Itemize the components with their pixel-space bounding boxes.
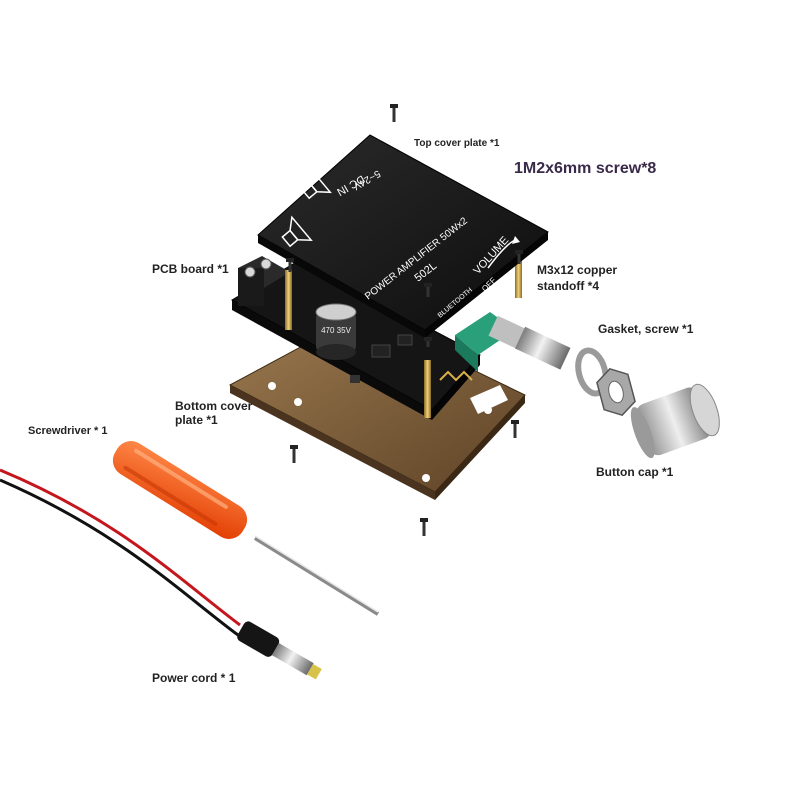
- screw-terminal: [238, 256, 290, 306]
- chip: [371, 344, 391, 358]
- speaker-icon: [281, 215, 313, 248]
- gasket-washer: [575, 347, 609, 397]
- screw: [290, 445, 298, 463]
- standoff: [515, 258, 522, 298]
- screwdriver-handle: [112, 441, 248, 539]
- hex-nut: [596, 367, 636, 417]
- label-bottom-line2: plate *1: [175, 413, 218, 427]
- top-cover-plate: DC IN 5~24V POWER AMPLIFIER 50Wx2 502L V…: [257, 134, 549, 338]
- standoff: [285, 270, 292, 330]
- label-gasket: Gasket, screw *1: [598, 322, 694, 336]
- screw: [390, 104, 398, 122]
- screw: [515, 250, 523, 264]
- screw: [286, 258, 294, 272]
- label-standoff-line2: standoff *4: [537, 279, 600, 293]
- screwdriver: [112, 441, 380, 616]
- screw: [424, 337, 432, 347]
- screw: [511, 420, 519, 438]
- screws: [286, 104, 523, 536]
- chip: [397, 334, 413, 346]
- plate-slot: [470, 385, 508, 414]
- capacitor: 470 35V: [315, 303, 357, 360]
- capacitor-text: 470 35V: [321, 326, 351, 335]
- dc-plug: [237, 621, 322, 680]
- button-cap: [630, 383, 720, 459]
- chip: [350, 375, 360, 383]
- screw: [420, 518, 428, 536]
- plate-hole: [294, 398, 302, 406]
- potentiometer: [455, 312, 571, 372]
- label-top-cover: Top cover plate *1: [414, 138, 500, 149]
- pcb-board: 470 35V: [230, 256, 571, 420]
- standoff: [424, 360, 431, 418]
- label-screws: 1M2x6mm screw*8: [514, 160, 657, 177]
- label-standoff-line1: M3x12 copper: [537, 263, 618, 277]
- bluetooth-antenna: [439, 370, 473, 382]
- power-cord: [0, 468, 322, 680]
- plate-hole: [268, 382, 276, 390]
- label-pcb: PCB board *1: [152, 262, 229, 276]
- screw: [424, 283, 432, 297]
- label-button-cap: Button cap *1: [596, 465, 674, 479]
- label-screwdriver: Screwdriver * 1: [28, 425, 108, 437]
- pot-shaft: [515, 326, 571, 370]
- speaker-icon: [300, 167, 332, 200]
- label-power-cord: Power cord * 1: [152, 671, 236, 685]
- plate-hole: [422, 474, 430, 482]
- label-bottom-line1: Bottom cover: [175, 399, 253, 413]
